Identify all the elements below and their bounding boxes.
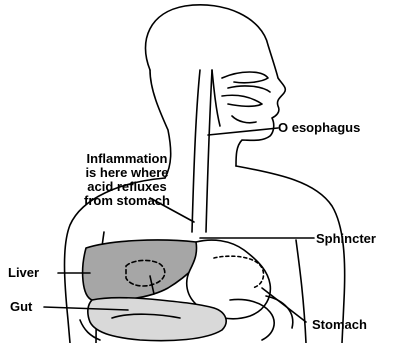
inflammation-line-4: from stomach [64,194,190,208]
liver-shape [83,240,200,301]
oesophagus-tube [192,70,200,232]
stomach-leader [262,288,306,322]
oesophagus-leader [208,128,278,135]
gut-label: Gut [10,300,32,314]
oesophagus-label: O esophagus [278,121,360,135]
inflammation-label: Inflammation is here where acid refluxes… [64,152,190,208]
sphincter-label: Sphincter [316,232,376,246]
stomach-label: Stomach [312,318,367,332]
inflammation-line-3: acid refluxes [64,180,190,194]
inflammation-line-2: is here where [64,166,190,180]
liver-label: Liver [8,266,39,280]
nasal-cavity [222,72,268,83]
inflammation-line-1: Inflammation [64,152,190,166]
head-outline [145,5,285,166]
